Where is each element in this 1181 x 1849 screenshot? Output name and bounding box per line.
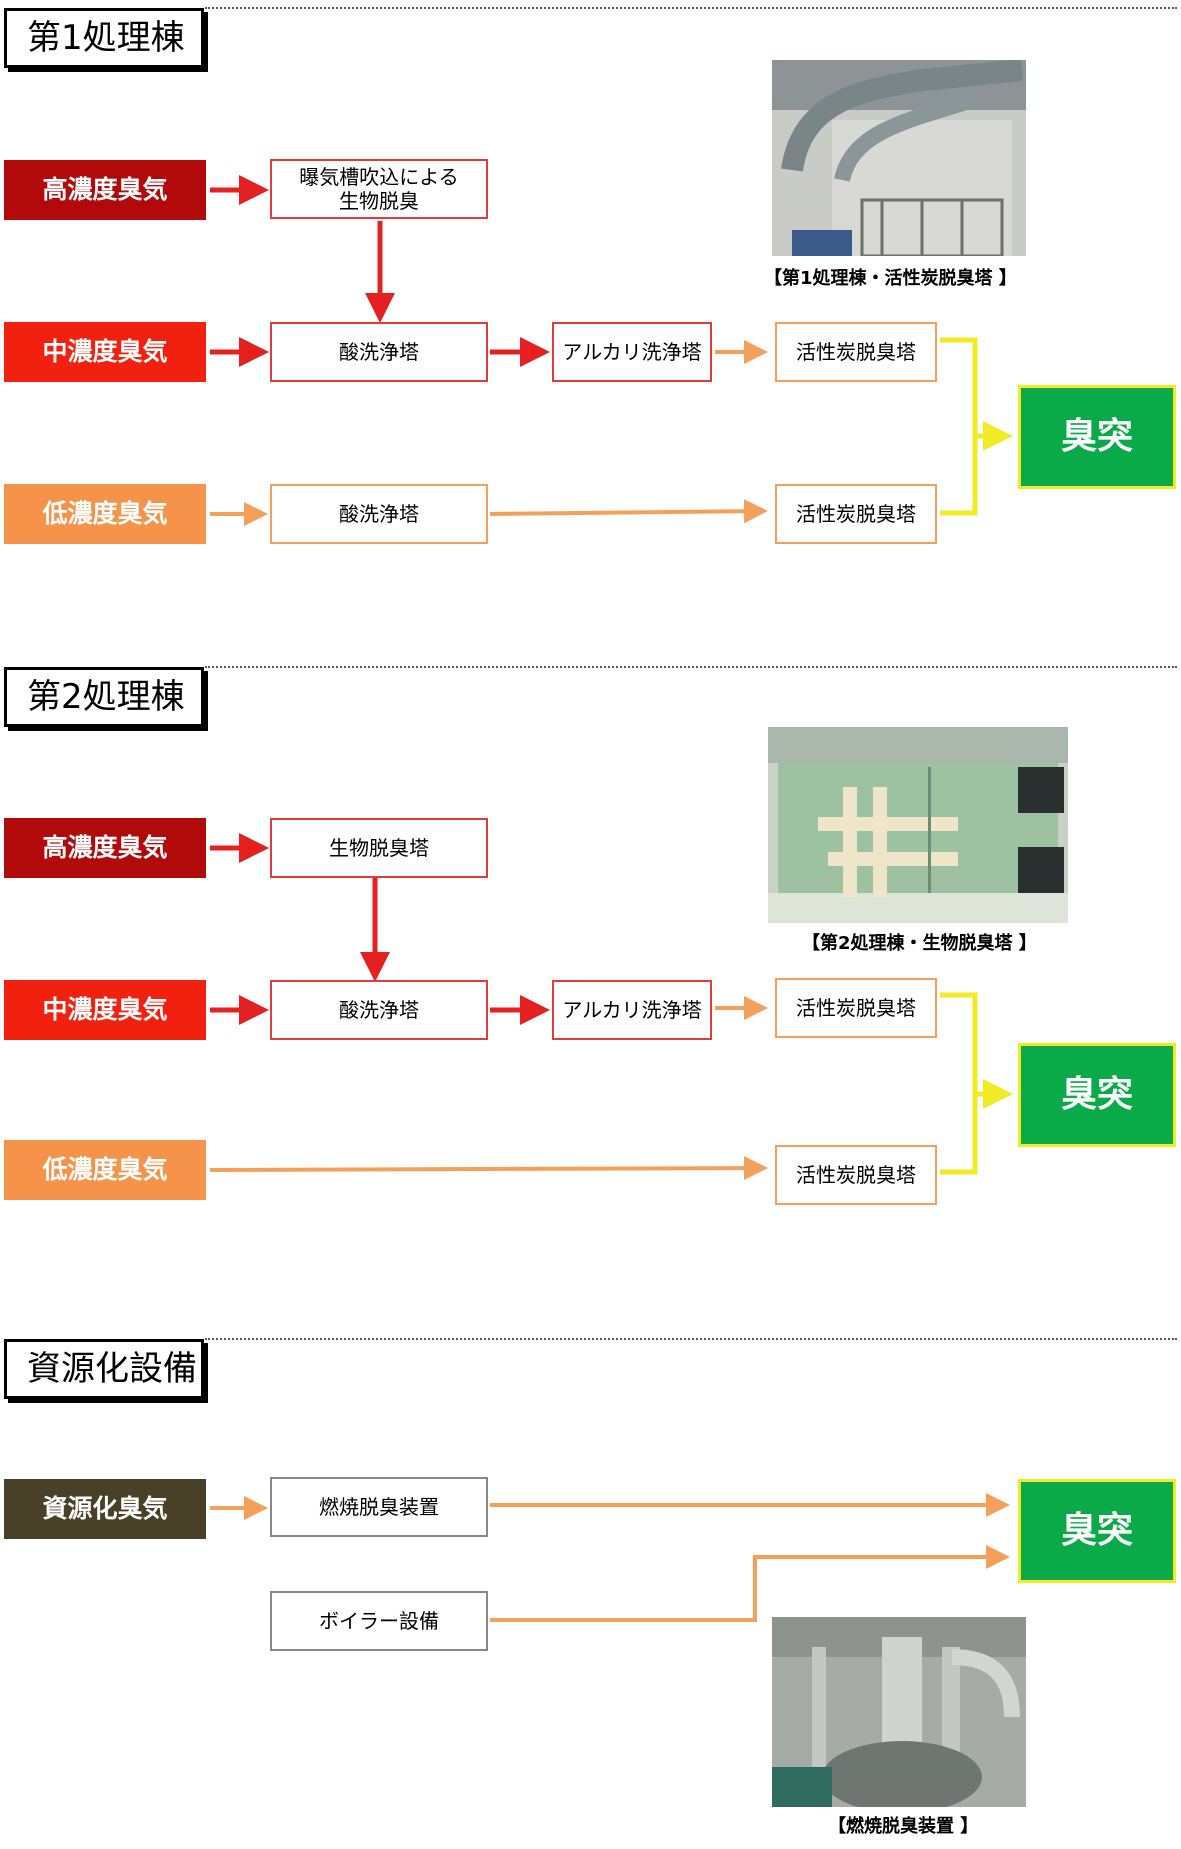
source-resource: 資源化臭気 [4, 1479, 206, 1539]
source-high-1: 高濃度臭気 [4, 160, 206, 220]
bio-deodorization-box: 曝気槽吹込による 生物脱臭 [270, 159, 488, 219]
section3-divider [205, 1338, 1177, 1340]
acid-scrubber-low-box: 酸洗浄塔 [270, 484, 488, 544]
alkali-scrubber-box-2: アルカリ洗浄塔 [552, 980, 712, 1040]
arrow-boiler-to-stack [490, 1545, 1010, 1622]
photo-carbon-tower [772, 60, 1026, 256]
source-low-1: 低濃度臭気 [4, 484, 206, 544]
arrow-acid-low-to-carbon [489, 499, 768, 524]
photo-bio-tower [768, 727, 1068, 923]
section2-title: 第2処理棟 [4, 667, 204, 727]
section3-arrows [210, 1493, 1010, 1622]
section1-title: 第1処理棟 [4, 8, 204, 68]
boiler-equipment-box: ボイラー設備 [270, 1591, 488, 1651]
source-high-2: 高濃度臭気 [4, 818, 206, 878]
acid-scrubber-mid-box: 酸洗浄塔 [270, 322, 488, 382]
carbon-tower-mid-box: 活性炭脱臭塔 [775, 322, 937, 382]
photo-caption-2: 【第2処理棟・生物脱臭塔 】 [802, 933, 1037, 954]
arrow-low-to-carbon [209, 1156, 768, 1181]
photo-caption-1: 【第1処理棟・活性炭脱臭塔 】 [764, 268, 1017, 289]
bio-tower-box: 生物脱臭塔 [270, 818, 488, 878]
odor-stack-2: 臭突 [1018, 1043, 1176, 1147]
source-low-2: 低濃度臭気 [4, 1140, 206, 1200]
photo-burner [772, 1617, 1026, 1807]
photo-caption-3: 【燃焼脱臭装置 】 [828, 1816, 979, 1837]
source-mid-2: 中濃度臭気 [4, 980, 206, 1040]
source-mid-1: 中濃度臭気 [4, 322, 206, 382]
alkali-scrubber-box: アルカリ洗浄塔 [552, 322, 712, 382]
section2-divider [205, 666, 1177, 668]
acid-scrubber-box-2: 酸洗浄塔 [270, 980, 488, 1040]
carbon-tower-low-box: 活性炭脱臭塔 [775, 484, 937, 544]
carbon-tower-low-box-2: 活性炭脱臭塔 [775, 1145, 937, 1205]
section1-arrows [210, 175, 1013, 526]
yellow-merge-1 [940, 337, 978, 516]
section1-divider [205, 7, 1177, 9]
odor-stack-3: 臭突 [1018, 1479, 1176, 1583]
carbon-tower-mid-box-2: 活性炭脱臭塔 [775, 978, 937, 1038]
odor-stack-1: 臭突 [1018, 385, 1176, 489]
section2-arrows [209, 833, 1013, 1181]
burner-deodorizer-box: 燃焼脱臭装置 [270, 1477, 488, 1537]
yellow-merge-2 [940, 992, 978, 1175]
section3-title: 資源化設備 [4, 1339, 204, 1399]
